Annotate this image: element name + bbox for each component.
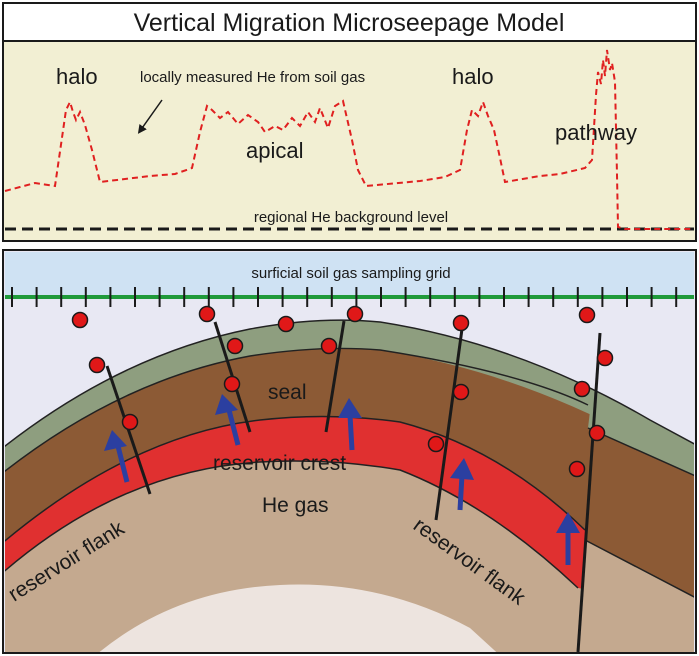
sample-dot [427, 435, 445, 453]
sample-dot [226, 337, 244, 355]
migration-arrow [556, 512, 580, 565]
label-apical: apical [246, 138, 303, 163]
profile-background [2, 40, 697, 242]
he-concentration-curve [4, 49, 694, 230]
boundary-seal [5, 347, 589, 473]
fault-4 [434, 328, 464, 521]
migration-arrow [215, 394, 241, 446]
label-pathway: pathway [555, 120, 637, 145]
sample-dot [71, 311, 89, 329]
basement-core [99, 584, 497, 652]
migration-arrow [450, 458, 474, 511]
sample-dot [568, 460, 586, 478]
sample-dot [452, 314, 470, 332]
fault-3 [324, 320, 346, 433]
label-he-gas: He gas [262, 494, 329, 517]
boundary-right-block [584, 427, 694, 598]
label-background: regional He background level [254, 209, 448, 226]
sample-dot [223, 375, 241, 393]
boundary-surface [5, 319, 694, 448]
diagram-title: Vertical Migration Microseepage Model [134, 9, 565, 37]
he-profile-panel: halo locally measured He from soil gas a… [2, 40, 697, 242]
sample-dot [578, 306, 596, 324]
sample-dot [121, 413, 139, 431]
sample-dot [596, 349, 614, 367]
sample-dot [346, 305, 364, 323]
migration-arrow [338, 398, 362, 451]
sample-dot [452, 383, 470, 401]
boundary-reservoir-top [5, 415, 586, 542]
fault-block-seal [585, 428, 694, 597]
fault-5-major [576, 332, 602, 653]
sample-dot [588, 424, 606, 442]
fault-block-right [580, 540, 694, 652]
sample-dot [198, 305, 216, 323]
sample-dot [88, 356, 106, 374]
soil-surface-band [5, 252, 694, 296]
annotation-arrow [137, 99, 163, 134]
boundary-reservoir-base [5, 460, 579, 589]
grid-ticks [11, 287, 678, 307]
label-halo-right: halo [452, 64, 494, 89]
basement-layer [5, 461, 694, 652]
label-annotation: locally measured He from soil gas [140, 69, 365, 86]
title-panel [2, 2, 697, 42]
fault-block-seal-top [588, 394, 694, 476]
sample-dot [320, 337, 338, 355]
cross-section-panel: surficial soil gas sampling grid [2, 249, 697, 654]
label-seal: seal [268, 381, 307, 404]
sample-dot [277, 315, 295, 333]
migration-arrow [104, 430, 130, 483]
label-halo-left: halo [56, 64, 98, 89]
label-reservoir-crest: reservoir crest [213, 452, 346, 475]
sample-dot [573, 380, 591, 398]
label-sampling-grid: surficial soil gas sampling grid [251, 265, 450, 282]
